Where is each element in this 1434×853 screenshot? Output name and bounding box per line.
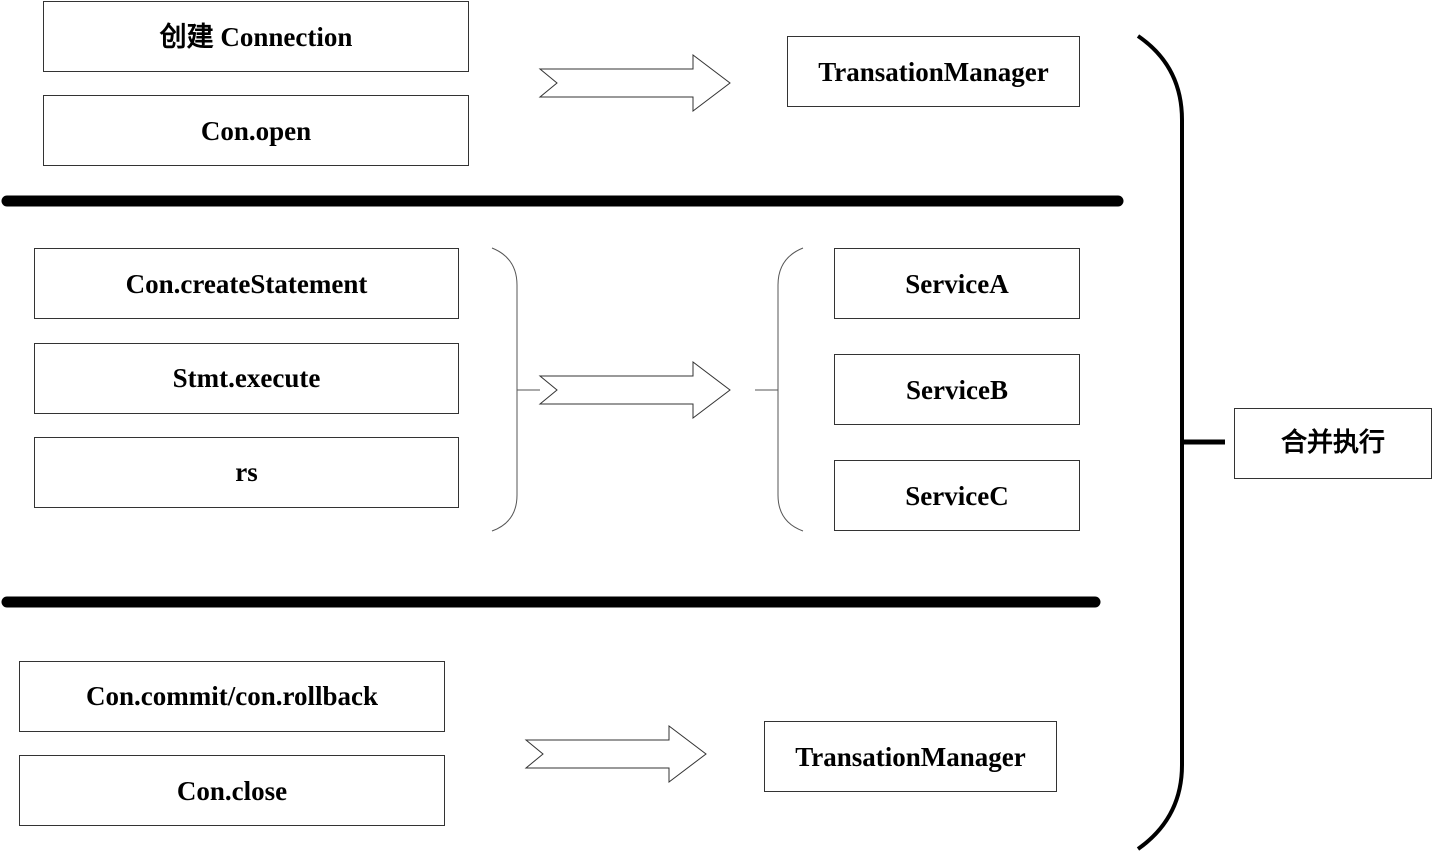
merge-brace — [1136, 34, 1184, 851]
left-bracket — [777, 247, 804, 532]
middle-block-arrow — [538, 360, 731, 420]
step-rs: rs — [34, 437, 459, 508]
step-label: Con.open — [201, 116, 311, 146]
right-bracket — [491, 247, 518, 532]
step-commit-rollback: Con.commit/con.rollback — [19, 661, 445, 732]
bottom-block-arrow — [524, 724, 707, 784]
step-con-open: Con.open — [43, 95, 469, 166]
top-block-arrow — [538, 53, 731, 113]
top-transaction-manager: TransationManager — [787, 36, 1080, 107]
service-label: ServiceA — [905, 269, 1009, 299]
step-label: rs — [235, 457, 258, 487]
merge-label: 合并执行 — [1281, 427, 1385, 458]
step-stmt-execute: Stmt.execute — [34, 343, 459, 414]
service-label: ServiceB — [906, 375, 1008, 405]
target-label: TransationManager — [795, 742, 1026, 772]
step-create-connection: 创建 Connection — [43, 1, 469, 72]
step-label: 创建 Connection — [159, 22, 353, 52]
bottom-transaction-manager: TransationManager — [764, 721, 1057, 792]
step-label: Con.createStatement — [126, 269, 368, 299]
service-label: ServiceC — [905, 481, 1008, 511]
merge-execute-box: 合并执行 — [1234, 408, 1432, 479]
step-label: Stmt.execute — [173, 363, 321, 393]
step-con-close: Con.close — [19, 755, 445, 826]
target-label: TransationManager — [818, 57, 1049, 87]
step-label: Con.close — [177, 776, 287, 806]
service-b: ServiceB — [834, 354, 1080, 425]
service-c: ServiceC — [834, 460, 1080, 531]
service-a: ServiceA — [834, 248, 1080, 319]
step-create-statement: Con.createStatement — [34, 248, 459, 319]
step-label: Con.commit/con.rollback — [86, 681, 378, 711]
